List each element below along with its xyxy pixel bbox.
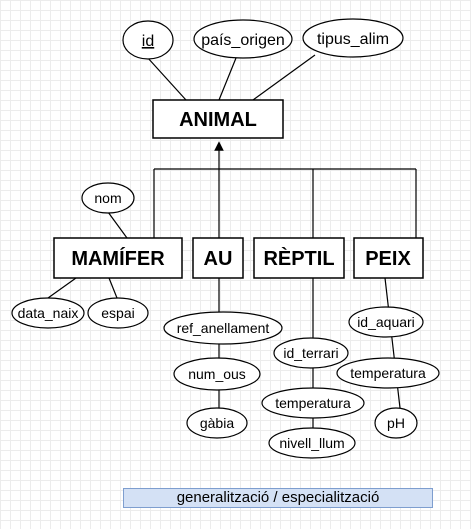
entity-peix-label: PEIX bbox=[365, 248, 411, 270]
entity-reptil[interactable]: RÈPTIL bbox=[253, 237, 345, 279]
entity-au-label: AU bbox=[204, 248, 233, 270]
attribute-ph[interactable]: pH bbox=[374, 407, 418, 439]
attribute-id-aquari[interactable]: id_aquari bbox=[348, 306, 424, 338]
attribute-ref-anellament[interactable]: ref_anellament bbox=[163, 311, 283, 345]
attribute-gabia[interactable]: gàbia bbox=[186, 407, 248, 439]
attribute-pais-origen-label: país_origen bbox=[201, 32, 285, 49]
link-pais-origen-animal bbox=[218, 57, 237, 101]
entity-reptil-label: RÈPTIL bbox=[263, 247, 334, 270]
attribute-num-ous[interactable]: num_ous bbox=[173, 357, 261, 391]
link-tipus-alim-animal bbox=[252, 54, 316, 101]
attribute-nom-label: nom bbox=[94, 190, 121, 206]
link-espai-mamifer bbox=[108, 277, 118, 299]
attribute-temperatura-reptil-label: temperatura bbox=[275, 395, 351, 411]
entity-mamifer-label: MAMÍFER bbox=[71, 247, 165, 270]
attribute-id-terrari-label: id_terrari bbox=[283, 345, 338, 361]
attribute-num-ous-label: num_ous bbox=[188, 366, 246, 382]
attribute-temperatura-peix-label: temperatura bbox=[350, 365, 426, 381]
attribute-tipus-alim[interactable]: tipus_alim bbox=[302, 18, 404, 58]
attribute-pais-origen[interactable]: país_origen bbox=[193, 19, 293, 59]
attribute-nivell-llum[interactable]: nivell_llum bbox=[268, 427, 356, 459]
attribute-ph-label: pH bbox=[387, 415, 405, 431]
attribute-temperatura-peix[interactable]: temperatura bbox=[336, 357, 440, 389]
attribute-gabia-label: gàbia bbox=[200, 415, 234, 431]
diagram-caption: generalització / especialització bbox=[123, 488, 433, 508]
attribute-id-aquari-label: id_aquari bbox=[357, 314, 415, 330]
attribute-espai-label: espai bbox=[101, 305, 134, 321]
link-nom-mamifer bbox=[107, 211, 128, 239]
attribute-tipus-alim-label: tipus_alim bbox=[317, 31, 389, 48]
attribute-espai[interactable]: espai bbox=[87, 297, 149, 329]
attribute-nivell-llum-label: nivell_llum bbox=[279, 435, 344, 451]
attribute-id-terrari[interactable]: id_terrari bbox=[273, 337, 349, 369]
entity-animal-label: ANIMAL bbox=[179, 109, 257, 131]
attribute-temperatura-reptil[interactable]: temperatura bbox=[261, 387, 365, 419]
attribute-nom[interactable]: nom bbox=[81, 182, 135, 214]
link-id-animal bbox=[146, 56, 187, 101]
attribute-id[interactable]: id bbox=[122, 20, 174, 60]
entity-peix[interactable]: PEIX bbox=[353, 237, 424, 279]
attribute-ref-anellament-label: ref_anellament bbox=[177, 320, 270, 336]
attribute-data-naix-label: data_naix bbox=[18, 305, 79, 321]
entity-au[interactable]: AU bbox=[192, 237, 244, 279]
attribute-data-naix[interactable]: data_naix bbox=[11, 297, 85, 329]
attribute-id-label: id bbox=[142, 33, 154, 50]
entity-mamifer[interactable]: MAMÍFER bbox=[53, 237, 183, 279]
entity-animal[interactable]: ANIMAL bbox=[152, 99, 284, 139]
link-data-naix-mamifer bbox=[47, 277, 77, 299]
